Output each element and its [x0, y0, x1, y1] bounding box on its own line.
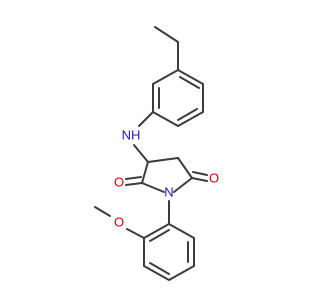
- bond-c2-o-left-a: [125, 182, 143, 186]
- bond-ring-a-3: [177, 111, 204, 127]
- bond-c3-c4: [147, 157, 179, 163]
- bond-ring-b-1: [168, 223, 195, 239]
- bond-ring-a-6: [152, 69, 179, 85]
- bond-c4-c5: [177, 157, 193, 179]
- bond-ring-a-1-inner: [179, 76, 200, 89]
- bond-c5-o-right-a: [191, 177, 208, 182]
- bond-ring-b-ether-o: [126, 228, 145, 239]
- ether-oxygen-label: O: [114, 214, 124, 229]
- carbonyl-oxygen-left-label: O: [114, 174, 124, 189]
- bond-ring-a-3-inner: [177, 108, 198, 121]
- bond-c5-n1: [173, 177, 193, 193]
- bond-ring-a-4: [152, 111, 179, 127]
- molecule-structure: NH N O O O: [94, 26, 219, 281]
- bond-ring-nh: [138, 111, 154, 127]
- bond-ring-b-6: [143, 223, 170, 239]
- ring-nitrogen-label: N: [164, 184, 173, 199]
- bond-c5-o-right-b: [192, 171, 208, 176]
- bond-ring-b-3: [168, 265, 195, 281]
- bond-ring-a-1: [177, 69, 204, 85]
- carbonyl-oxygen-right-label: O: [209, 170, 219, 185]
- bond-c2-o-left-b: [125, 176, 142, 180]
- bond-ether-o-ch3: [94, 206, 111, 217]
- bond-c2-c3: [141, 161, 149, 184]
- bond-ring-b-4: [143, 265, 170, 281]
- bond-ring-b-4-inner: [149, 262, 170, 275]
- bond-nh-c3: [133, 144, 149, 163]
- bond-n1-c2: [141, 182, 165, 193]
- bond-ring-b-6-inner: [149, 229, 170, 242]
- bond-ethyl-ch3-ch2: [154, 26, 179, 43]
- amine-nh-label: NH: [122, 127, 141, 142]
